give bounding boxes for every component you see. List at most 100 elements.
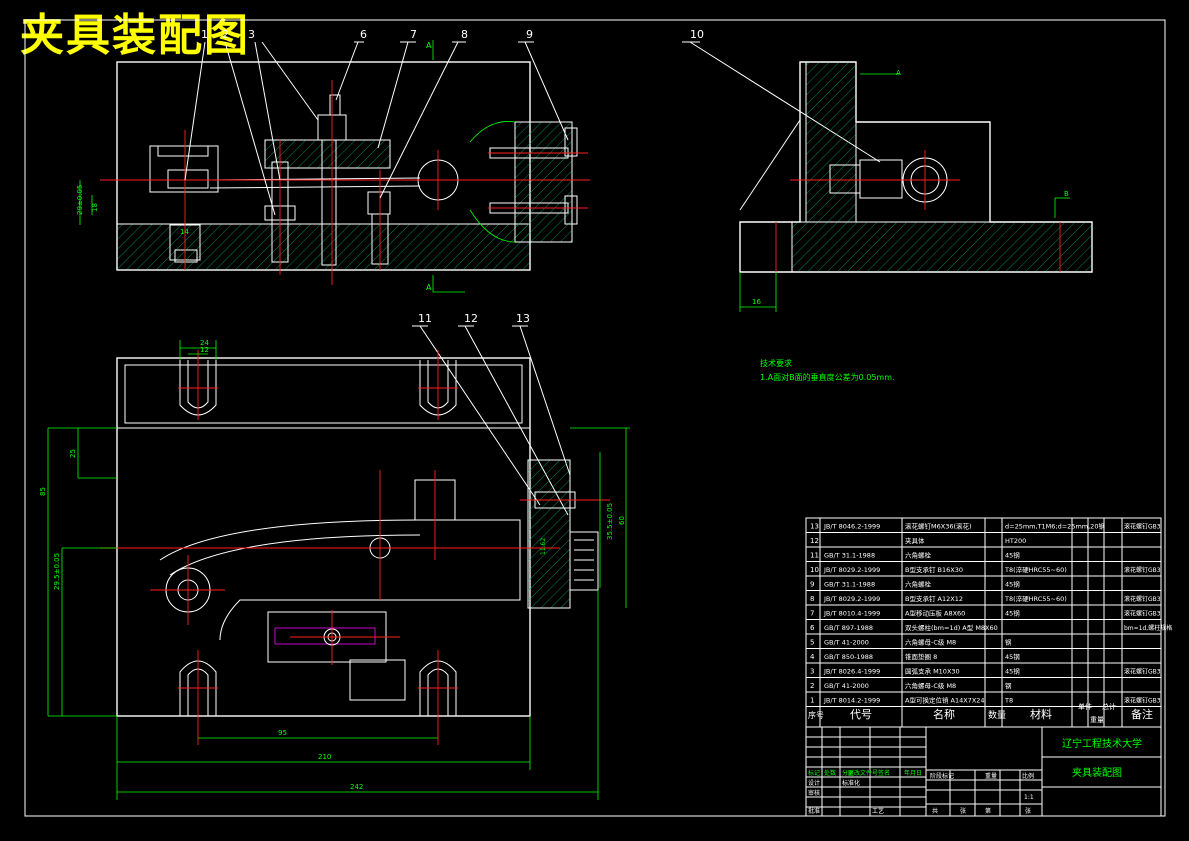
bom-cell-no: 10	[810, 566, 819, 574]
title-approve: 批准	[808, 807, 820, 815]
bom-cell-code: GB/T 897-1988	[824, 624, 873, 632]
bom-cell-material: 45钢	[1005, 668, 1020, 676]
bom-cell-material: 钢	[1005, 682, 1012, 690]
bom-cell-code: JB/T 8010.4-1999	[823, 610, 880, 618]
bom-cell-material: 45钢	[1005, 610, 1020, 618]
title-page: 第	[985, 807, 991, 815]
bom-header-weight: 重量	[1090, 716, 1104, 724]
balloon-1: 1	[201, 28, 208, 41]
bom-cell-material: T8(淬硬HRC55~60)	[1004, 594, 1067, 603]
title-standard: 标准化	[842, 779, 860, 787]
bom-cell-code: GB/T 850-1988	[824, 653, 873, 661]
bom-cell-note: bm=1d,螺柱规格	[1124, 624, 1172, 632]
bom-cell-code: GB/T 41-2000	[824, 682, 869, 690]
bom-header-code: 代号	[850, 708, 872, 721]
bom-cell-no: 7	[810, 610, 814, 618]
section-marker-a-bottom: A	[426, 283, 432, 292]
school-name: 辽宁工程技术大学	[1062, 737, 1142, 750]
bom-cell-name: 六角螺栓	[905, 580, 932, 589]
bom-header-material: 材料	[1030, 707, 1052, 721]
bom-cell-name: 双头螺柱(bm=1d) A型 M8X60	[905, 623, 998, 632]
title-sign: 签名	[878, 769, 890, 777]
side-section-view: A B 16	[739, 61, 1093, 312]
bom-cell-no: 13	[810, 523, 819, 531]
dim-24: 24	[200, 339, 209, 347]
balloon-12: 12	[464, 312, 478, 325]
bom-cell-no: 3	[810, 668, 814, 676]
bom-cell-code: JB/T 8029.2-1999	[823, 595, 880, 603]
main-plan-view: 24 12 95 210 242 85 25 29.5±0.05 35.5±0.…	[39, 339, 630, 800]
bom-cell-no: 2	[810, 682, 814, 690]
scale-value: 1:1	[1024, 794, 1034, 801]
drawing-frame	[24, 19, 1166, 817]
dim-16: 16	[752, 298, 761, 306]
bom-cell-material: 45钢	[1005, 581, 1020, 589]
bom-header-no: 序号	[808, 710, 824, 720]
balloon-9: 9	[526, 28, 533, 41]
bom-cell-note: 滚花螺钉GB3	[1124, 566, 1161, 574]
tech-req-heading: 技术要求	[760, 358, 792, 368]
bom-cell-no: 8	[810, 595, 814, 603]
title-stage: 阶段标记	[930, 772, 954, 780]
balloon-10: 10	[690, 28, 704, 41]
bom-cell-material: d=25mm,T1M6;d=25mm,20钢	[1005, 523, 1105, 531]
bom-cell-note: 滚花螺钉GB3	[1124, 697, 1161, 705]
bom-cell-name: 滚花螺钉M6X36(滚花)	[905, 522, 972, 531]
title-process: 工艺	[872, 807, 884, 815]
title-block	[806, 726, 1161, 816]
bom-cell-no: 11	[810, 552, 819, 560]
top-section-view: A A 29±0.05 18 14	[76, 40, 590, 293]
balloon-11: 11	[418, 312, 432, 325]
title-ratio: 比例	[1022, 772, 1034, 780]
bom-cell-material: T8	[1004, 697, 1013, 705]
dim-85: 85	[39, 487, 47, 496]
title-check: 审核	[808, 789, 820, 797]
title-page-unit: 张	[1025, 807, 1031, 815]
dim-right-vertical-1: 35.5±0.05	[606, 503, 614, 540]
bom-cell-name: B型支承钉 B16X30	[905, 565, 963, 574]
bom-cell-name: 圆弧支承 M10X30	[905, 667, 960, 676]
title-sheet: 共	[932, 807, 938, 815]
dim-14: 14	[180, 228, 189, 236]
section-marker-a-top: A	[426, 41, 432, 50]
title-mark: 标记	[808, 769, 820, 777]
bom-cell-no: 5	[810, 639, 814, 647]
bom-cell-no: 6	[810, 624, 815, 632]
bom-header-total: 总计	[1102, 702, 1116, 711]
section-marker-b-side: B	[1064, 190, 1069, 198]
drawing-title: 夹具装配图	[20, 10, 250, 61]
balloon-7: 7	[410, 28, 417, 41]
balloon-2: 2	[222, 28, 229, 41]
dim-210: 210	[318, 753, 331, 761]
bom-cell-code: GB/T 31.1-1988	[824, 552, 875, 560]
title-weight: 重量	[985, 772, 997, 780]
bom-cell-no: 4	[810, 653, 815, 661]
dim-left-vertical-1: 29±0.05	[76, 185, 84, 215]
bom-cell-name: 六角螺母-C级 M8	[905, 681, 956, 690]
bom-header-single: 单件	[1078, 702, 1092, 711]
bom-cell-code: GB/T 31.1-1988	[824, 581, 875, 589]
tech-req-line1: 1.A面对B面的垂直度公差为0.05mm.	[760, 372, 895, 382]
dim-left-vertical-2: 29.5±0.05	[53, 553, 61, 590]
bom-cell-material: HT200	[1005, 537, 1026, 545]
bom-cell-code: JB/T 8026.4-1999	[823, 668, 880, 676]
balloon-6: 6	[360, 28, 367, 41]
bom-cell-material: 钢	[1005, 639, 1012, 647]
bom-cell-name: 六角螺栓	[905, 551, 932, 560]
bom-cell-no: 9	[810, 581, 814, 589]
bom-cell-no: 12	[810, 537, 819, 545]
title-zone: 分区	[842, 769, 854, 777]
bom-cell-name: 锥面垫圈 8	[905, 652, 937, 661]
dim-right-vertical-3: 11.62	[540, 538, 547, 555]
title-sheets: 张	[960, 807, 966, 815]
bom-cell-note: 滚花螺钉GB3	[1124, 610, 1161, 618]
bom-cell-name: A型移动压板 A8X60	[905, 609, 965, 618]
bom-cell-no: 1	[810, 697, 814, 705]
title-date: 年月日	[904, 769, 922, 777]
dim-95: 95	[278, 729, 287, 737]
bom-cell-name: B型支承钉 A12X12	[905, 594, 963, 603]
bom-header-qty: 数量	[988, 709, 1006, 721]
drawing-name: 夹具装配图	[1072, 766, 1122, 779]
dim-18: 18	[91, 203, 99, 212]
